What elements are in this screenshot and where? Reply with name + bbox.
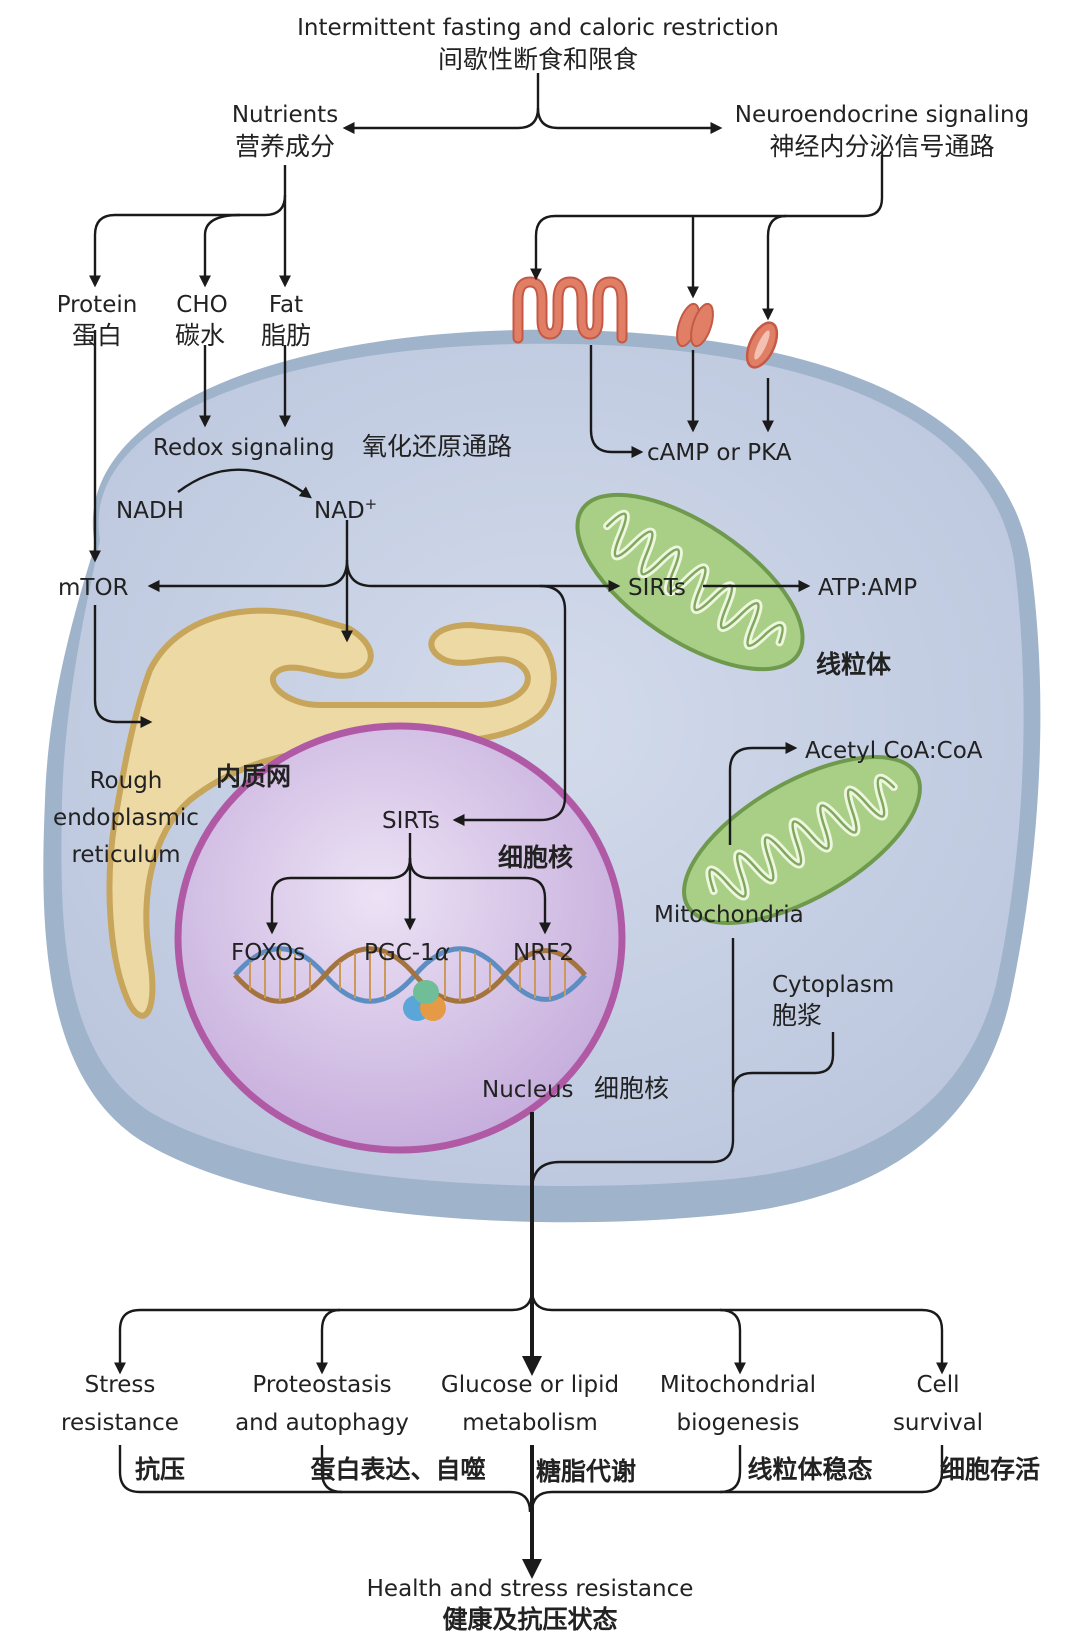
outcome-survival-zh: 细胞存活 (940, 1455, 1040, 1484)
nrf2-label: NRF2 (513, 940, 574, 966)
acetyl-coa-label: Acetyl CoA:CoA (805, 738, 983, 764)
outcome-proteostasis-zh: 蛋白表达、自噬 (310, 1455, 485, 1484)
outcome-mito-zh: 线粒体稳态 (747, 1455, 872, 1484)
outcome-stress-zh: 抗压 (135, 1455, 185, 1484)
nutrients-zh: 营养成分 (235, 132, 335, 161)
receptor-channel-a (676, 302, 714, 348)
cho-zh: 碳水 (175, 321, 225, 350)
outcome-survival-line2: survival (893, 1410, 983, 1436)
health-en: Health and stress resistance (367, 1576, 694, 1602)
nutrients-en: Nutrients (232, 102, 338, 128)
outcome-stress-line1: Stress (85, 1372, 156, 1398)
receptor-gpcr (512, 276, 628, 344)
fat-en: Fat (269, 292, 303, 318)
cytoplasm-en: Cytoplasm (772, 972, 894, 998)
outcome-mito-line2: biogenesis (677, 1410, 800, 1436)
mtor-label: mTOR (58, 575, 129, 601)
outcome-metabolism-zh: 糖脂代谢 (536, 1457, 636, 1486)
rough-er (106, 607, 557, 1019)
redox-en: Redox signaling (153, 435, 335, 461)
rer-line3: reticulum (71, 842, 180, 868)
nucleus-en: Nucleus (482, 1077, 574, 1103)
nad-label: NAD+ (314, 495, 377, 524)
mitochondrion-lower (682, 755, 922, 925)
atp-amp-label: ATP:AMP (818, 575, 917, 601)
sirts-nucleus-label: SIRTs (382, 808, 440, 834)
outcome-metabolism-line1: Glucose or lipid (441, 1372, 619, 1398)
labels: Intermittent fasting and caloric restric… (53, 15, 1040, 1634)
nucleus-zh: 细胞核 (594, 1074, 669, 1103)
outcome-stress-line2: resistance (61, 1410, 179, 1436)
title-en: Intermittent fasting and caloric restric… (297, 15, 779, 41)
foxos-label: FOXOs (231, 940, 305, 966)
neuro-zh: 神经内分泌信号通路 (769, 132, 994, 161)
neuro-en: Neuroendocrine signaling (735, 102, 1030, 128)
cho-en: CHO (176, 292, 227, 318)
dna-helix (233, 946, 587, 1021)
receptor-channel-b (745, 321, 779, 369)
arrows (89, 73, 948, 1579)
outcome-proteostasis-line1: Proteostasis (252, 1372, 391, 1398)
title-zh: 间歇性断食和限食 (438, 45, 638, 74)
fat-zh: 脂肪 (261, 321, 311, 350)
nadh-label: NADH (116, 498, 184, 524)
cytoplasm-zh: 胞浆 (772, 1001, 822, 1030)
outcome-mito-line1: Mitochondrial (660, 1372, 816, 1398)
nucleus (174, 722, 626, 1154)
outcome-proteostasis-line2: and autophagy (235, 1410, 409, 1436)
protein-en: Protein (57, 292, 138, 318)
mitochondrion-upper (575, 492, 805, 672)
rer-line2: endoplasmic (53, 805, 199, 831)
rer-zh: 内质网 (216, 762, 291, 791)
health-zh: 健康及抗压状态 (442, 1605, 617, 1634)
mitochondria-label: Mitochondria (654, 902, 804, 928)
outcome-metabolism-line2: metabolism (462, 1410, 598, 1436)
redox-zh: 氧化还原通路 (362, 432, 512, 461)
mitochondria-zh-label: 线粒体 (816, 650, 892, 679)
rer-line1: Rough (90, 768, 163, 794)
outcome-survival-line1: Cell (917, 1372, 960, 1398)
sirts-cytoplasm-label: SIRTs (628, 575, 686, 601)
camp-label: cAMP or PKA (647, 440, 792, 466)
protein-zh: 蛋白 (72, 321, 122, 350)
nucleus-zh-inner: 细胞核 (498, 843, 573, 872)
pgc1a-label: PGC-1α (364, 940, 450, 966)
